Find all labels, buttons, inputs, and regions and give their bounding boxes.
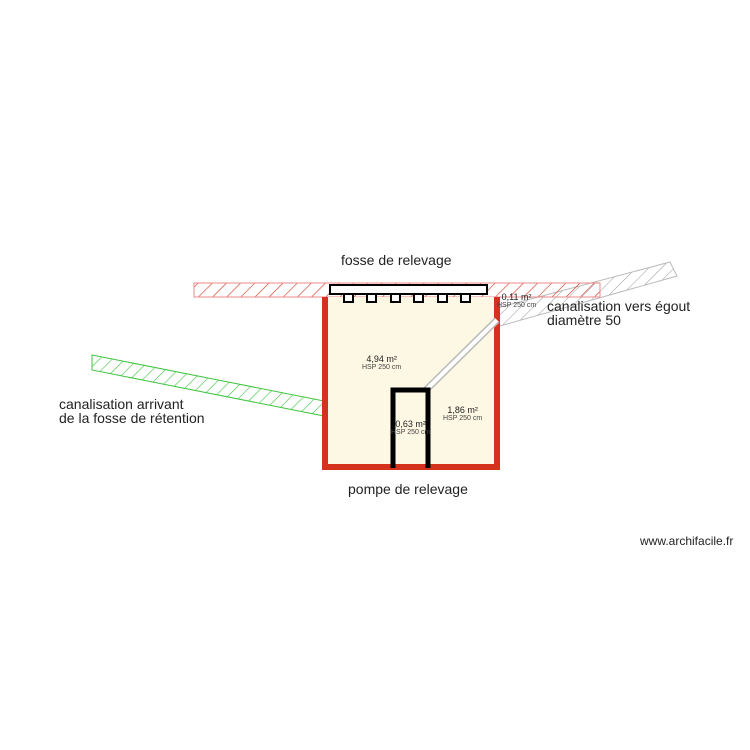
- hsp-value: HSP 250 cm: [443, 415, 483, 422]
- outlet-label-2: diamètre 50: [547, 312, 621, 328]
- pit-wall[interactable]: [322, 297, 500, 470]
- hsp-value: HSP 250 cm: [497, 302, 537, 309]
- inlet-label-2: de la fosse de rétention: [59, 410, 205, 426]
- title-label: fosse de relevage: [341, 252, 452, 268]
- inlet-label-1: canalisation arrivant: [59, 396, 184, 412]
- hsp-value: HSP 250 cm: [391, 429, 431, 436]
- internal-pipe-core: [424, 318, 499, 392]
- cover-slots: [343, 293, 471, 303]
- area-value: 0,63 m²: [395, 419, 426, 429]
- outlet-label-1: canalisation vers égout: [547, 298, 691, 314]
- area-value: 0,11 m²: [501, 292, 532, 302]
- pump-label: pompe de relevage: [348, 481, 468, 497]
- watermark: www.archifacile.fr: [640, 534, 734, 548]
- pit-floor[interactable]: [325, 297, 497, 467]
- hsp-value: HSP 250 cm: [362, 364, 402, 371]
- pump[interactable]: [390, 387, 431, 468]
- pit-cover[interactable]: [329, 284, 488, 295]
- area-value: 4,94 m²: [366, 354, 397, 364]
- area-value: 1,86 m²: [447, 405, 478, 415]
